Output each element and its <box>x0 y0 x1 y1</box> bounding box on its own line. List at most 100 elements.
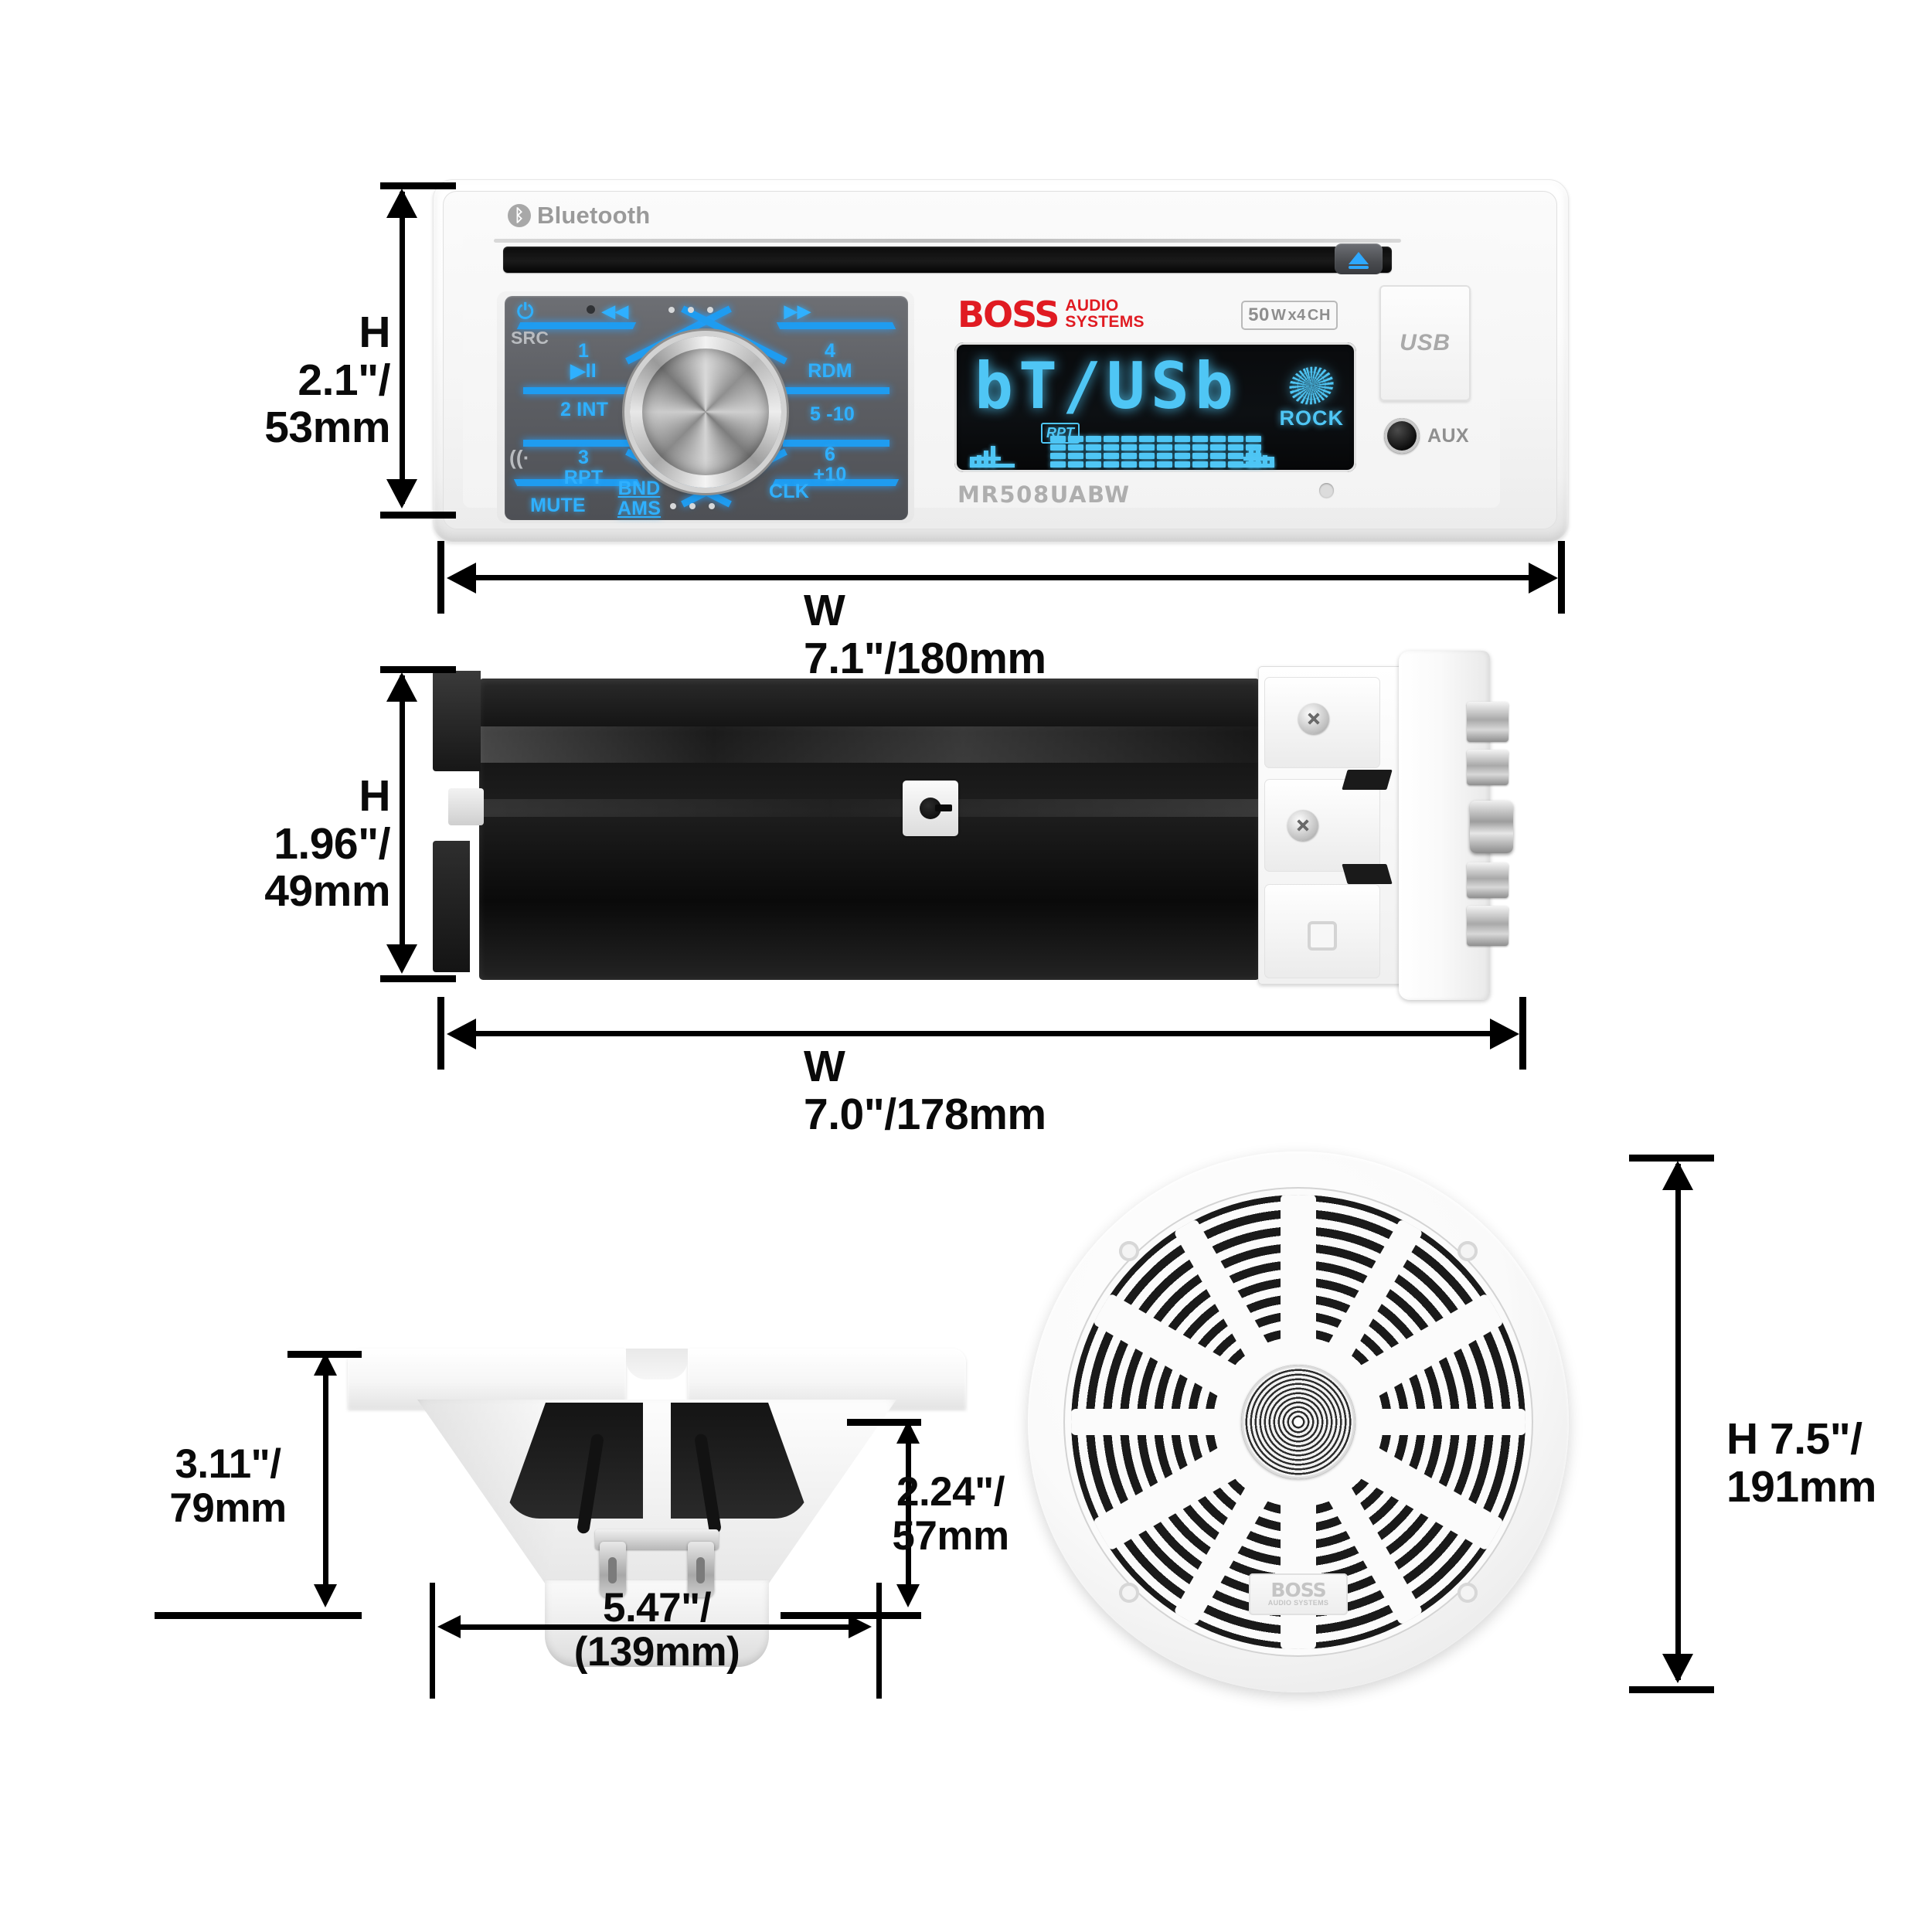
chassis-connector-stack <box>1467 702 1513 949</box>
speaker-side-view <box>332 1349 981 1712</box>
chassis-body <box>479 679 1260 980</box>
connector-piece-top <box>1467 702 1509 742</box>
dim-tick-right <box>876 1583 882 1699</box>
dim-arrow-right <box>849 1615 872 1638</box>
volume-knob-inner <box>642 349 769 475</box>
bracket-screw-bottom <box>1287 810 1318 841</box>
speaker-terminal-left <box>600 1542 626 1597</box>
chassis-mount-keyhole <box>903 781 958 836</box>
power-watt-unit: W <box>1270 306 1287 324</box>
speaker-terminal-right <box>688 1542 714 1597</box>
dim-arrow-down <box>386 479 417 509</box>
preset-3-button[interactable]: 3 RPT <box>563 447 604 489</box>
eq-center-grid <box>1050 436 1261 468</box>
aux-label: AUX <box>1427 424 1469 447</box>
bluetooth-badge: ᛒ Bluetooth <box>508 202 650 230</box>
bracket-screw-top <box>1298 703 1329 734</box>
bluetooth-icon: ᛒ <box>508 204 531 227</box>
eject-button[interactable] <box>1335 243 1383 274</box>
dim-tick-bottom <box>1629 1686 1714 1693</box>
dim-arrow-up <box>386 672 417 702</box>
dim-tick-left <box>437 997 444 1070</box>
dim-line <box>906 1422 911 1600</box>
head-unit-height-label: H 2.1"/ 53mm <box>264 308 390 453</box>
connector-knob <box>1470 801 1513 853</box>
connector-piece-lower <box>1467 862 1509 898</box>
next-track-button[interactable]: ▶▶ <box>784 301 811 321</box>
dim-tick-bottom <box>155 1612 362 1619</box>
clock-button[interactable]: CLK <box>769 480 809 502</box>
eq-preset-label: ROCK <box>1279 406 1344 430</box>
preset-1-button[interactable]: 1 ▶II <box>570 340 597 383</box>
speaker-flange-right <box>688 1349 966 1409</box>
chassis-width-label: W 7.0"/178mm <box>804 1042 1046 1139</box>
usb-port-cover[interactable]: USB <box>1379 285 1471 401</box>
bracket-segment-mid <box>1264 779 1380 872</box>
dim-arrow-up <box>896 1420 920 1444</box>
dim-tick-top <box>847 1419 921 1426</box>
dim-tick-left <box>430 1583 435 1699</box>
dim-tick-right <box>1558 541 1565 614</box>
dim-tick-top <box>1629 1155 1714 1162</box>
band-ams-button[interactable]: BND AMS <box>617 477 662 519</box>
model-number: MR508UABW <box>957 481 1131 508</box>
dim-arrow-left <box>447 563 476 594</box>
power-watts: 50 <box>1248 304 1270 325</box>
speaker-mount-depth-label: 2.24"/ 57mm <box>892 1469 1009 1560</box>
cd-slot <box>503 247 1392 273</box>
src-button[interactable]: SRC <box>511 328 549 348</box>
control-cluster: ⏻ SRC ◀◀ ▶▶ 1 ▶II 2 INT 3 RPT 4 RDM 5 -1… <box>497 291 914 523</box>
indicator-dots <box>668 307 713 313</box>
led-ribbon <box>783 440 889 447</box>
preset-2-button[interactable]: 2 INT <box>560 399 609 420</box>
preset-6-button[interactable]: 6 +10 <box>813 444 847 486</box>
mount-hole-bottom-left <box>1119 1583 1139 1603</box>
volume-knob[interactable] <box>630 336 781 488</box>
dim-arrow-up <box>386 189 417 218</box>
connector-piece-upper <box>1467 750 1509 785</box>
reset-button[interactable] <box>1319 483 1334 498</box>
dim-tick-right <box>1519 997 1526 1070</box>
head-unit-width-label: W 7.1"/180mm <box>804 586 1046 683</box>
bracket-slot-lower <box>1342 864 1393 884</box>
led-ribbon <box>523 440 630 447</box>
power-button[interactable]: ⏻ <box>517 300 534 323</box>
chassis-side-notch <box>448 788 484 825</box>
mic-hole <box>587 305 595 314</box>
dim-line <box>1675 1164 1681 1680</box>
dim-tick-left <box>437 541 444 614</box>
dim-arrow-down <box>896 1584 920 1607</box>
mount-hole-bottom-right <box>1458 1583 1478 1603</box>
speaker-front-view: BOSS AUDIO SYSTEMS <box>1028 1151 1569 1692</box>
led-ribbon <box>776 322 896 329</box>
dim-line <box>323 1354 328 1600</box>
head-unit-bezel: ᛒ Bluetooth <box>443 191 1557 529</box>
dim-arrow-right <box>1529 563 1558 594</box>
eject-icon-bar <box>1349 266 1369 269</box>
voice-assist-icon[interactable]: ((· <box>509 446 530 469</box>
connector-piece-bottom <box>1467 906 1509 946</box>
speaker-tweeter <box>1241 1365 1355 1479</box>
aux-input[interactable]: AUX <box>1384 418 1469 454</box>
led-ribbon <box>783 387 889 394</box>
mounting-bracket <box>1258 666 1405 985</box>
dim-line <box>400 192 405 504</box>
preset-5-button[interactable]: 5 -10 <box>810 403 855 425</box>
brand-logo: BOSS AUDIO SYSTEMS <box>957 293 1145 335</box>
mute-button[interactable]: MUTE <box>530 494 586 516</box>
lcd-main-text: bT/USb <box>975 349 1239 423</box>
brand-name: BOSS <box>957 293 1060 335</box>
speaker-depth-label: 3.11"/ 79mm <box>169 1441 287 1532</box>
eq-right-bars <box>1230 446 1274 468</box>
speaker-logo-badge: BOSS AUDIO SYSTEMS <box>1249 1573 1348 1615</box>
speaker-front-height-label: H 7.5"/ 191mm <box>1726 1414 1876 1512</box>
dim-arrow-down <box>386 944 417 974</box>
preset-4-button[interactable]: 4 RDM <box>808 340 852 383</box>
chassis-rear-tab-upper <box>433 671 481 771</box>
dim-arrow-up <box>314 1352 337 1376</box>
dim-line <box>445 1624 862 1630</box>
previous-track-button[interactable]: ◀◀ <box>602 301 629 321</box>
dim-line <box>400 675 405 968</box>
chassis-gloss-highlight-2 <box>479 799 1260 818</box>
